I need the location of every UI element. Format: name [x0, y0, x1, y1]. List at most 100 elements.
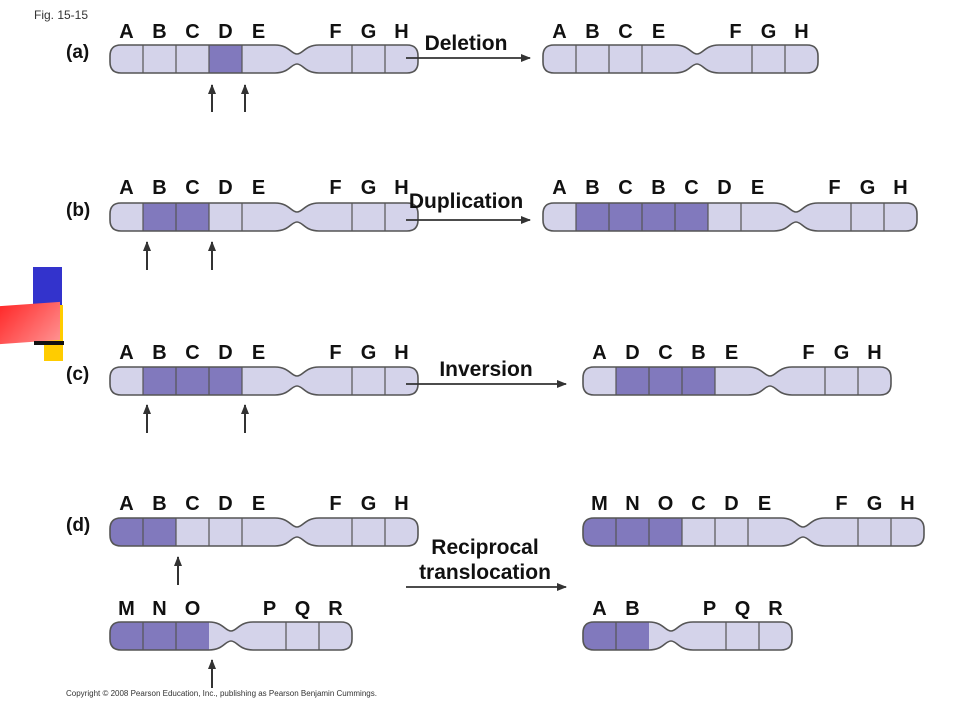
- c-after-gene-label-B: B: [691, 342, 705, 364]
- b-after-gene-label-B: B: [651, 177, 665, 199]
- b-before-gene-label-E: E: [252, 177, 265, 199]
- d-before-1-gene-label-B: B: [152, 493, 166, 515]
- b-after-gene-label-C: C: [684, 177, 698, 199]
- c-before-segment-dark-C: [176, 367, 209, 395]
- b-after-chromosome-outline: [542, 202, 918, 232]
- c-after-gene-label-D: D: [625, 342, 639, 364]
- c-after-chromosome-outline: [582, 366, 892, 396]
- b-before-chromosome-outline: [109, 202, 419, 232]
- b-before-gene-label-D: D: [218, 177, 232, 199]
- d-after-2-segment-dark-A: [583, 622, 616, 650]
- a-before-gene-label-E: E: [252, 21, 265, 43]
- b-after-gene-label-D: D: [717, 177, 731, 199]
- figure-label: Fig. 15-15: [34, 8, 89, 22]
- b-after-segment-dark-B: [576, 203, 609, 231]
- d-after-2-chromosome-outline: [582, 621, 793, 651]
- b-before-gene-label-C: C: [185, 177, 199, 199]
- d-before-1-gene-label-D: D: [218, 493, 232, 515]
- a-after-gene-label-F: F: [729, 21, 741, 43]
- c-after-gene-label-C: C: [658, 342, 672, 364]
- a-after-gene-label-B: B: [585, 21, 599, 43]
- b-after-gene-label-H: H: [893, 177, 907, 199]
- d-before-1-gene-label-G: G: [361, 493, 377, 515]
- a-before-chromosome-outline: [109, 44, 419, 74]
- d-before-1-gene-label-H: H: [394, 493, 408, 515]
- c-before-gene-label-B: B: [152, 342, 166, 364]
- a-before-gene-label-F: F: [329, 21, 341, 43]
- c-before-gene-label-F: F: [329, 342, 341, 364]
- a-before-gene-label-A: A: [119, 21, 133, 43]
- process-label-deletion: Deletion: [425, 32, 508, 55]
- a-after-gene-label-E: E: [652, 21, 665, 43]
- c-before-gene-label-E: E: [252, 342, 265, 364]
- c-after-segment-dark-B: [682, 367, 715, 395]
- b-before-gene-label-H: H: [394, 177, 408, 199]
- c-before-segment-dark-D: [209, 367, 242, 395]
- c-before-chromosome-outline: [109, 366, 419, 396]
- d-after-2-gene-label-P: P: [703, 598, 716, 620]
- panel-label-a: (a): [66, 42, 89, 63]
- a-after-gene-label-C: C: [618, 21, 632, 43]
- d-before-1-gene-label-C: C: [185, 493, 199, 515]
- d-before-1-segment-dark-A: [110, 518, 143, 546]
- b-before-gene-label-G: G: [361, 177, 377, 199]
- process-label-inversion: Inversion: [439, 358, 532, 381]
- d-after-1-gene-label-N: N: [625, 493, 639, 515]
- d-after-1-gene-label-F: F: [835, 493, 847, 515]
- d-before-2-gene-label-M: M: [118, 598, 135, 620]
- b-before-segment-dark-C: [176, 203, 209, 231]
- d-after-1-gene-label-M: M: [591, 493, 608, 515]
- panel-label-c: (c): [66, 364, 89, 385]
- c-after-segment-dark-D: [616, 367, 649, 395]
- d-after-2-segment-dark-B: [616, 622, 649, 650]
- b-after-gene-label-G: G: [860, 177, 876, 199]
- d-after-1-gene-label-D: D: [724, 493, 738, 515]
- b-before-segment-dark-B: [143, 203, 176, 231]
- a-before-gene-label-G: G: [361, 21, 377, 43]
- d-after-1-gene-label-H: H: [900, 493, 914, 515]
- b-before-gene-label-F: F: [329, 177, 341, 199]
- decorative-black-line: [34, 341, 64, 345]
- c-after-gene-label-A: A: [592, 342, 606, 364]
- b-after-segment-dark-B: [642, 203, 675, 231]
- c-after-segment-dark-C: [649, 367, 682, 395]
- d-before-1-gene-label-A: A: [119, 493, 133, 515]
- d-before-2-segment-dark-O: [176, 622, 209, 650]
- b-before-gene-label-B: B: [152, 177, 166, 199]
- b-after-gene-label-A: A: [552, 177, 566, 199]
- process-label-translocation: translocation: [419, 561, 551, 584]
- d-after-1-gene-label-C: C: [691, 493, 705, 515]
- d-before-2-segment-dark-N: [143, 622, 176, 650]
- c-after-gene-label-G: G: [834, 342, 850, 364]
- d-after-1-gene-label-O: O: [658, 493, 674, 515]
- d-after-1-segment-dark-N: [616, 518, 649, 546]
- b-after-gene-label-B: B: [585, 177, 599, 199]
- b-after-gene-label-F: F: [828, 177, 840, 199]
- d-before-2-chromosome-outline: [109, 621, 353, 651]
- a-before-gene-label-D: D: [218, 21, 232, 43]
- d-before-1-chromosome-outline: [109, 517, 419, 547]
- d-before-2-gene-label-Q: Q: [295, 598, 311, 620]
- a-before-chromosome-body: [110, 45, 418, 73]
- a-before-gene-label-H: H: [394, 21, 408, 43]
- process-label-reciprocal: Reciprocal: [431, 536, 538, 559]
- b-after-gene-label-C: C: [618, 177, 632, 199]
- c-after-gene-label-H: H: [867, 342, 881, 364]
- d-before-2-gene-label-P: P: [263, 598, 276, 620]
- d-before-2-gene-label-O: O: [185, 598, 201, 620]
- c-before-segment-dark-B: [143, 367, 176, 395]
- panel-label-d: (d): [66, 515, 90, 536]
- d-after-2-gene-label-B: B: [625, 598, 639, 620]
- a-before-segment-dark-D: [209, 45, 242, 73]
- c-before-gene-label-C: C: [185, 342, 199, 364]
- d-before-1-gene-label-F: F: [329, 493, 341, 515]
- a-before-gene-label-C: C: [185, 21, 199, 43]
- panel-label-b: (b): [66, 200, 90, 221]
- c-after-gene-label-F: F: [802, 342, 814, 364]
- d-after-1-segment-dark-M: [583, 518, 616, 546]
- c-before-gene-label-D: D: [218, 342, 232, 364]
- d-before-1-chromosome-body: [110, 518, 418, 546]
- d-before-2-gene-label-N: N: [152, 598, 166, 620]
- d-before-1-gene-label-E: E: [252, 493, 265, 515]
- d-after-2-gene-label-A: A: [592, 598, 606, 620]
